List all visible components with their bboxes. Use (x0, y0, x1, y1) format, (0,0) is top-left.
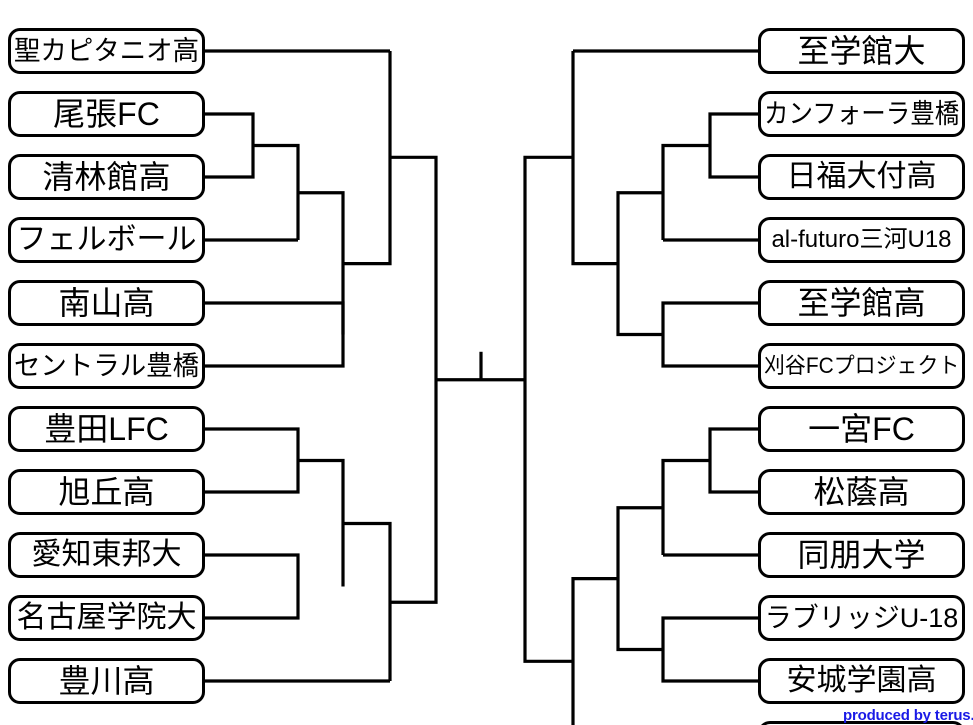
team-box-left-8[interactable]: 旭丘高 (8, 469, 205, 515)
connector-L-m7 (205, 553, 300, 620)
team-name-label: 刈谷FCプロジェクト (763, 353, 960, 378)
team-name-label: 南山高 (58, 285, 155, 321)
team-name-label: 豊田LFC (44, 411, 169, 447)
team-box-left-1[interactable]: 聖カピタニオ高 (8, 28, 205, 74)
team-box-right-10[interactable]: ラブリッジU-18 (758, 595, 965, 641)
team-name-label: 安城学園高 (786, 664, 937, 697)
connector-R-semifinal (523, 155, 573, 663)
team-name-label: 至学館大 (797, 33, 926, 69)
team-name-label: 聖カピタニオ高 (14, 35, 199, 66)
team-box-left-11[interactable]: 豊川高 (8, 658, 205, 704)
connector-R-m1 (708, 112, 758, 179)
team-name-label: 清林館高 (42, 159, 171, 195)
team-box-left-10[interactable]: 名古屋学院大 (8, 595, 205, 641)
team-box-right-2[interactable]: カンフォーラ豊橋 (758, 91, 965, 137)
connector-R-m6 (708, 427, 758, 494)
team-box-left-7[interactable]: 豊田LFC (8, 406, 205, 452)
connector-L-m2 (253, 143, 300, 240)
team-box-left-3[interactable]: 清林館高 (8, 154, 205, 200)
connector-L-m8 (298, 458, 345, 587)
connector-R-m2 (661, 143, 710, 240)
team-box-left-5[interactable]: 南山高 (8, 280, 205, 326)
team-box-left-2[interactable]: 尾張FC (8, 91, 205, 137)
team-name-label: カンフォーラ豊橋 (763, 98, 960, 129)
connector-R-m5 (571, 51, 618, 266)
team-name-label: 豊川高 (58, 663, 155, 699)
connector-R-m9 (616, 506, 663, 652)
team-box-right-7[interactable]: 一宮FC (758, 406, 965, 452)
team-box-right-3[interactable]: 日福大付高 (758, 154, 965, 200)
team-name-label: 尾張FC (53, 96, 160, 132)
team-name-label: 同朋大学 (797, 537, 926, 573)
team-name-label: 至学館高 (797, 285, 926, 321)
connector-L-m1 (205, 112, 255, 179)
connector-R-m4 (616, 191, 663, 337)
team-name-label: フェルボール (16, 223, 197, 256)
connector-R-m7 (661, 458, 710, 555)
connector-R-m8 (661, 616, 758, 683)
team-box-right-11[interactable]: 安城学園高 (758, 658, 965, 704)
team-name-label: 名古屋学院大 (16, 601, 197, 634)
team-box-right-4[interactable]: al-futuro三河U18 (758, 217, 965, 263)
connector-L-semifinal (390, 155, 438, 604)
team-box-right-8[interactable]: 松蔭高 (758, 469, 965, 515)
team-name-label: 一宮FC (808, 411, 915, 447)
connector-L-m6 (205, 427, 300, 494)
team-name-label: 愛知東邦大 (31, 538, 182, 571)
team-name-label: ラブリッジU-18 (764, 602, 959, 633)
connector-L-m4 (298, 191, 345, 335)
team-box-left-6[interactable]: セントラル豊橋 (8, 343, 205, 389)
team-name-label: 日福大付高 (786, 160, 937, 193)
team-name-label: セントラル豊橋 (14, 350, 199, 381)
connector-R-m3 (661, 301, 758, 368)
connector-L-m9 (343, 521, 392, 681)
team-box-right-5[interactable]: 至学館高 (758, 280, 965, 326)
watermark-credit: produced by terus.jp (843, 707, 973, 724)
team-box-right-9[interactable]: 同朋大学 (758, 532, 965, 578)
connector-L-m5 (343, 51, 392, 266)
team-box-left-4[interactable]: フェルボール (8, 217, 205, 263)
team-name-label: 旭丘高 (58, 474, 155, 510)
team-name-label: 松蔭高 (813, 474, 910, 510)
team-box-right-6[interactable]: 刈谷FCプロジェクト (758, 343, 965, 389)
team-name-label: al-futuro三河U18 (771, 226, 952, 253)
team-box-left-9[interactable]: 愛知東邦大 (8, 532, 205, 578)
connector-L-m3 (205, 301, 345, 368)
connector-R-m10 (571, 577, 618, 725)
team-box-right-1[interactable]: 至学館大 (758, 28, 965, 74)
